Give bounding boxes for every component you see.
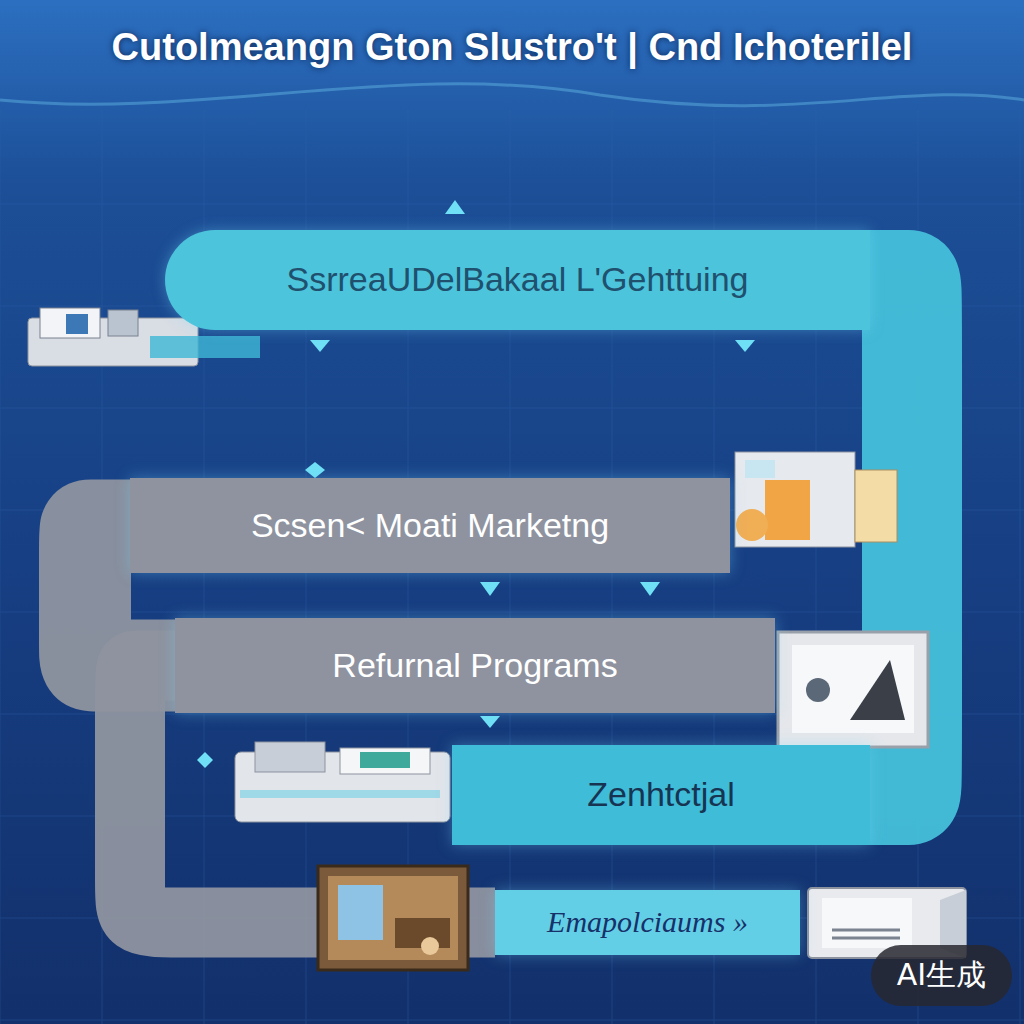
office-icon: [735, 452, 897, 547]
watermark: AI生成: [871, 945, 1012, 1006]
room-icon: [318, 866, 468, 970]
band-label: Refurnal Programs: [332, 646, 617, 685]
flow-band: Refurnal Programs: [175, 618, 775, 713]
band-label: SsrreaUDelBakaal L'Gehttuing: [287, 260, 749, 299]
band-label: Zenhtctjal: [587, 775, 734, 814]
flow-band: SsrreaUDelBakaal L'Gehttuing: [165, 230, 870, 330]
device-icon: [778, 632, 928, 747]
band-label: Emapolciaums »: [547, 905, 748, 940]
diagram-title: Cutolmeangn Gton Slustro't | Cnd Ichoter…: [0, 26, 1024, 69]
band-label: Scsen< Moati Marketng: [251, 506, 609, 545]
flow-band: Scsen< Moati Marketng: [130, 478, 730, 573]
flow-band: Emapolciaums »: [495, 890, 800, 955]
printer-icon: [235, 742, 450, 822]
flow-band: Zenhtctjal: [452, 745, 870, 845]
